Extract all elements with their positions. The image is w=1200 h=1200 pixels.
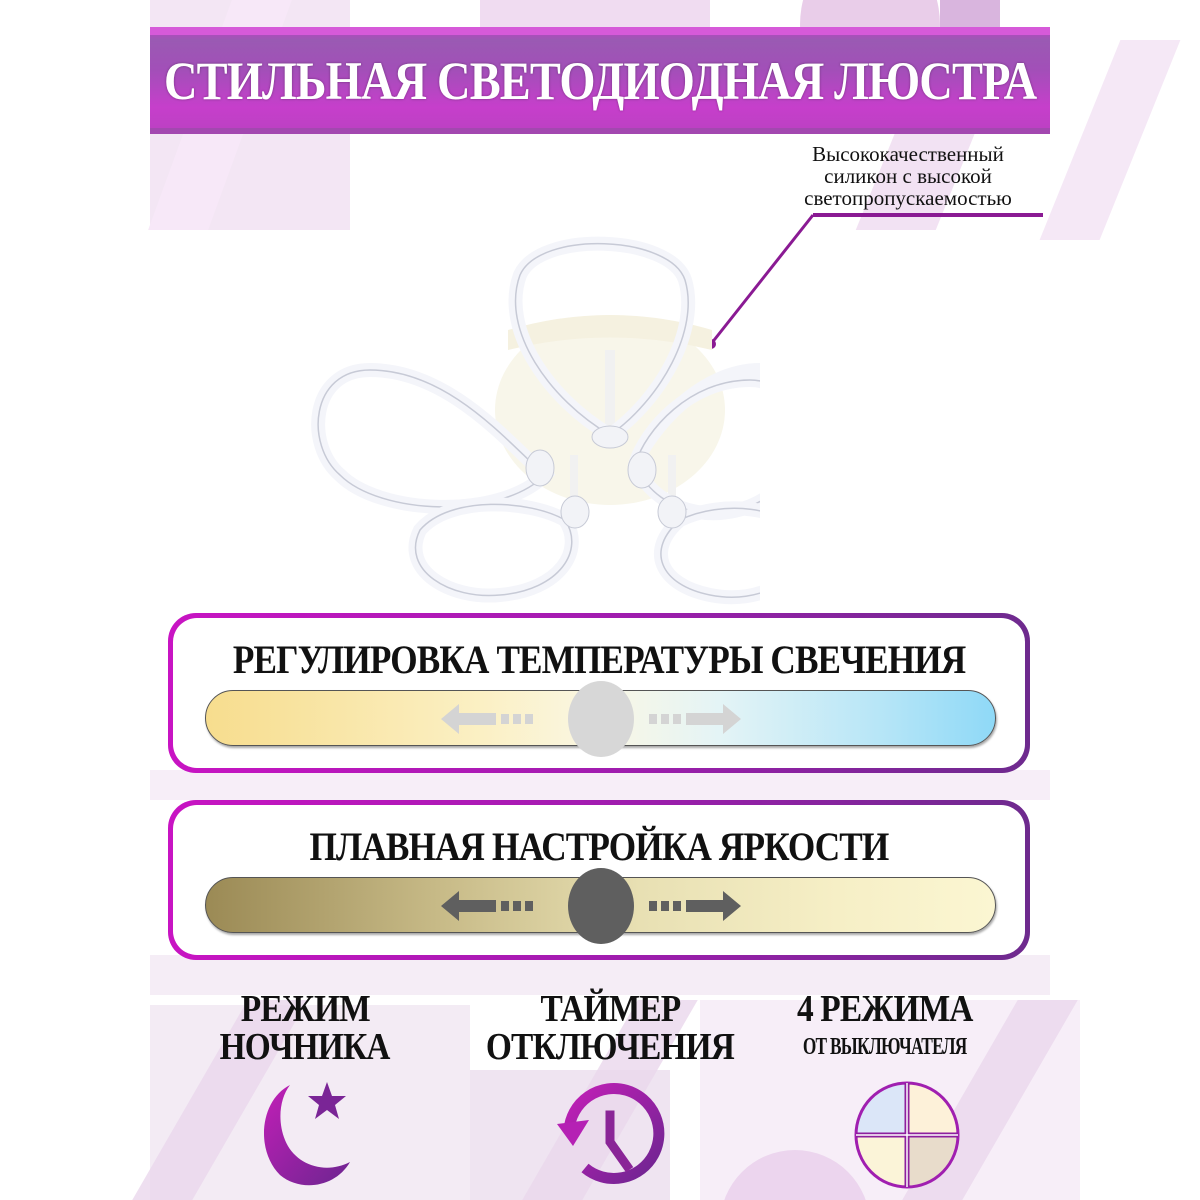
card-body: РЕГУЛИРОВКА ТЕМПЕРАТУРЫ СВЕЧЕНИЯ <box>173 618 1025 768</box>
arrow-left-icon <box>440 891 533 921</box>
background-shape <box>720 1150 870 1200</box>
annotation-text: Высококачественный силикон с высокой све… <box>758 143 1058 209</box>
timer-history-icon <box>557 1082 665 1184</box>
color-temperature-slider[interactable] <box>205 681 996 757</box>
feature-label: ОТКЛЮЧЕНИЯ <box>485 1026 735 1068</box>
feature-label: 4 РЕЖИМА <box>797 988 973 1030</box>
slider-knob[interactable] <box>567 681 634 757</box>
card-title-text: РЕГУЛИРОВКА ТЕМПЕРАТУРЫ СВЕЧЕНИЯ <box>232 637 966 682</box>
annotation-line: Высококачественный <box>812 142 1004 166</box>
arrow-right-icon <box>648 891 741 921</box>
feature-label: ОТ ВЫКЛЮЧАТЕЛЯ <box>803 1034 967 1060</box>
arrow-right-icon <box>648 704 741 734</box>
annotation-line: силикон с высокой <box>824 164 992 188</box>
four-modes-icon <box>854 1081 960 1189</box>
feature-label: РЕЖИМ <box>240 988 371 1030</box>
color-temperature-card: РЕГУЛИРОВКА ТЕМПЕРАТУРЫ СВЕЧЕНИЯ <box>168 613 1030 773</box>
card-title-text: ПЛАВНАЯ НАСТРОЙКА ЯРКОСТИ <box>309 824 890 869</box>
title-banner: СТИЛЬНАЯ СВЕТОДИОДНАЯ ЛЮСТРА <box>150 27 1050 134</box>
card-title: РЕГУЛИРОВКА ТЕМПЕРАТУРЫ СВЕЧЕНИЯ <box>173 636 1025 683</box>
banner-stripe <box>150 128 1050 134</box>
feature-timer: ТАЙМЕР ОТКЛЮЧЕНИЯ <box>465 990 755 1066</box>
arrow-left-icon <box>440 704 533 734</box>
brightness-slider[interactable] <box>205 868 996 944</box>
feature-label: НОЧНИКА <box>219 1026 391 1068</box>
slider-knob[interactable] <box>567 868 634 944</box>
feature-four-modes: 4 РЕЖИМА ОТ ВЫКЛЮЧАТЕЛЯ <box>765 990 1005 1066</box>
moon-star-icon <box>263 1082 350 1186</box>
background-shape <box>150 770 1050 800</box>
page-title: СТИЛЬНАЯ СВЕТОДИОДНАЯ ЛЮСТРА <box>163 50 1037 111</box>
feature-label: ТАЙМЕР <box>540 988 681 1030</box>
feature-night-mode: РЕЖИМ НОЧНИКА <box>205 990 405 1066</box>
card-body: ПЛАВНАЯ НАСТРОЙКА ЯРКОСТИ <box>173 805 1025 955</box>
banner-stripe <box>150 27 1050 35</box>
brightness-card: ПЛАВНАЯ НАСТРОЙКА ЯРКОСТИ <box>168 800 1030 960</box>
chandelier-image <box>311 236 760 605</box>
card-title: ПЛАВНАЯ НАСТРОЙКА ЯРКОСТИ <box>173 823 1025 870</box>
annotation-line: светопропускаемостью <box>804 186 1012 210</box>
